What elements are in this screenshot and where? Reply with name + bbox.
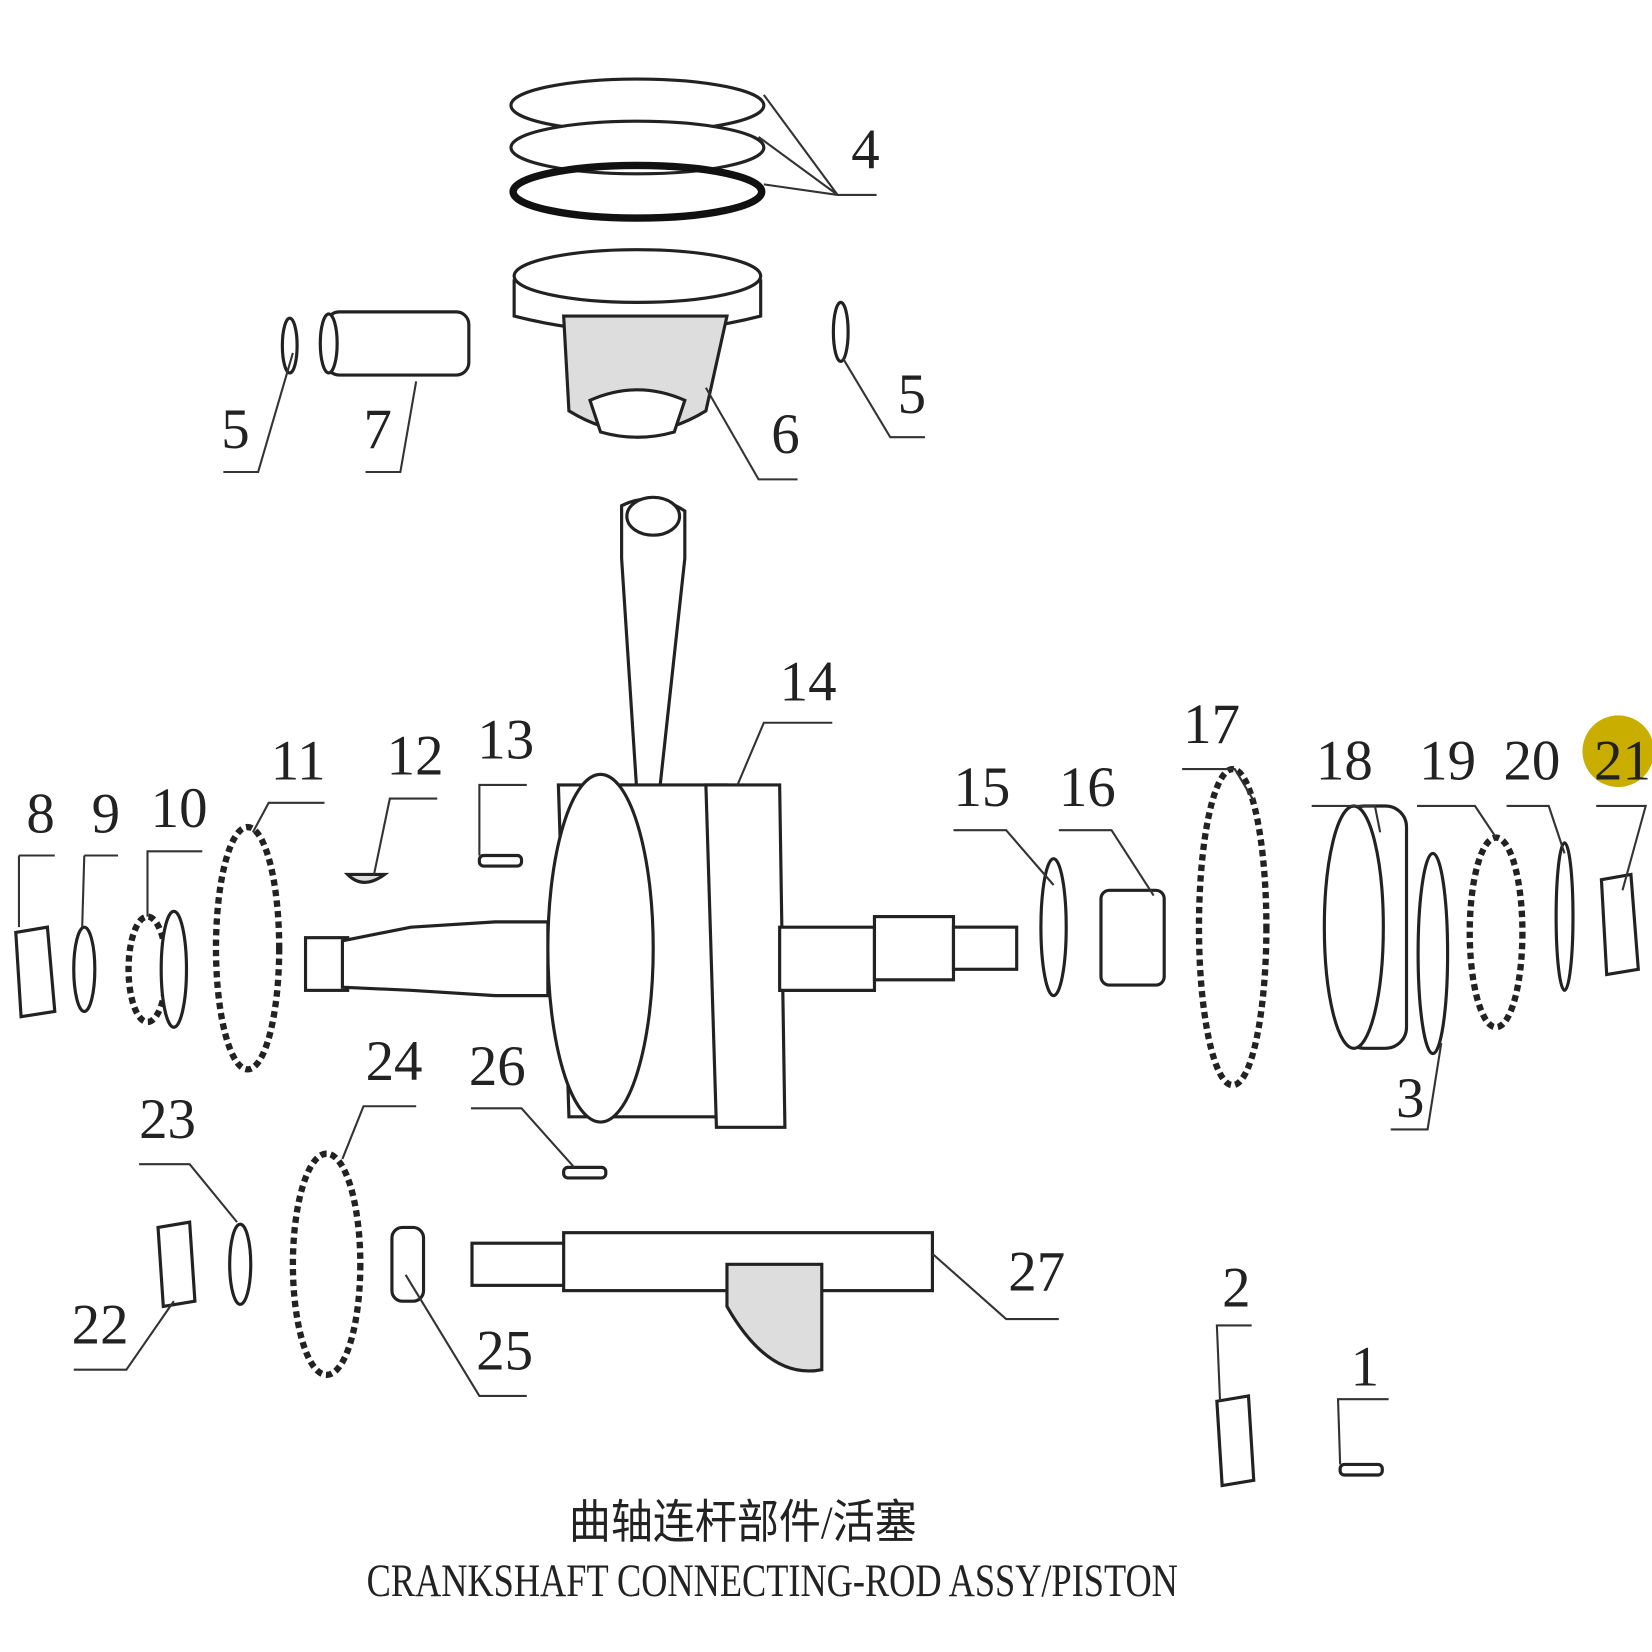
pin-1 (1338, 1462, 1384, 1477)
callout-13[interactable]: 13 (477, 709, 534, 772)
clutch-18 (1322, 804, 1409, 1050)
callout-22[interactable]: 22 (72, 1293, 129, 1356)
callout-18[interactable]: 18 (1316, 730, 1373, 793)
callout-27[interactable]: 27 (1008, 1241, 1065, 1304)
piston-pin (318, 310, 471, 377)
callout-2[interactable]: 2 (1222, 1256, 1250, 1319)
callout-26[interactable]: 26 (469, 1035, 526, 1098)
washer-15 (1039, 857, 1068, 998)
nut-22 (156, 1220, 197, 1309)
needle-bearing-16 (1099, 888, 1166, 987)
circlip-left (280, 316, 299, 375)
callout-25[interactable]: 25 (476, 1320, 533, 1383)
callout-10[interactable]: 10 (151, 777, 208, 840)
callout-6[interactable]: 6 (771, 403, 799, 466)
piston-rings (509, 77, 766, 222)
callout-7[interactable]: 7 (363, 398, 391, 461)
gear-17 (1195, 765, 1270, 1089)
bushing-25 (390, 1225, 426, 1303)
pin-26 (562, 1165, 608, 1180)
washer-23 (228, 1222, 253, 1306)
callout-highlight (1582, 715, 1652, 788)
key-12 (343, 872, 390, 884)
callout-12[interactable]: 12 (387, 724, 444, 787)
diagram-title-chinese: 曲轴连杆部件/活塞 (569, 1498, 917, 1549)
callout-19[interactable]: 19 (1419, 730, 1476, 793)
callout-1[interactable]: 1 (1351, 1335, 1379, 1398)
callout-3[interactable]: 3 (1396, 1067, 1424, 1130)
washer-20 (1554, 841, 1575, 992)
circlip-right (831, 300, 850, 363)
balance-shaft-27 (470, 1231, 934, 1373)
nut-21 (1599, 872, 1640, 977)
callout-5-right[interactable]: 5 (898, 363, 926, 426)
callout-14[interactable]: 14 (780, 651, 837, 714)
callout-9[interactable]: 9 (92, 782, 120, 845)
callout-5-left[interactable]: 5 (221, 398, 249, 461)
piston (512, 248, 763, 439)
gear-24 (289, 1150, 364, 1379)
nut-8 (14, 925, 57, 1019)
leader-lines (17, 94, 1648, 1465)
callout-15[interactable]: 15 (953, 756, 1010, 819)
callout-16[interactable]: 16 (1059, 756, 1116, 819)
callout-24[interactable]: 24 (366, 1030, 423, 1093)
pin-13 (477, 853, 524, 868)
crankshaft-connecting-rod (303, 495, 1019, 1129)
diagram-title-english: CRANKSHAFT CONNECTING-ROD ASSY/PISTON (367, 1556, 1178, 1607)
gear-19 (1466, 834, 1526, 1031)
callout-23[interactable]: 23 (139, 1088, 196, 1151)
callout-17[interactable]: 17 (1183, 693, 1240, 756)
callout-11[interactable]: 11 (271, 730, 326, 793)
callout-21[interactable]: 21 (1594, 730, 1651, 793)
washer-3 (1416, 851, 1450, 1056)
nut-2 (1215, 1394, 1256, 1488)
gear-10 (125, 909, 189, 1029)
callout-labels: 4 5 7 6 5 14 8 9 10 11 12 13 15 16 17 18… (26, 119, 1651, 1399)
gear-11 (212, 823, 283, 1073)
callout-4[interactable]: 4 (851, 119, 879, 182)
callout-8[interactable]: 8 (26, 782, 54, 845)
callout-20[interactable]: 20 (1503, 730, 1560, 793)
washer-9 (72, 925, 97, 1014)
